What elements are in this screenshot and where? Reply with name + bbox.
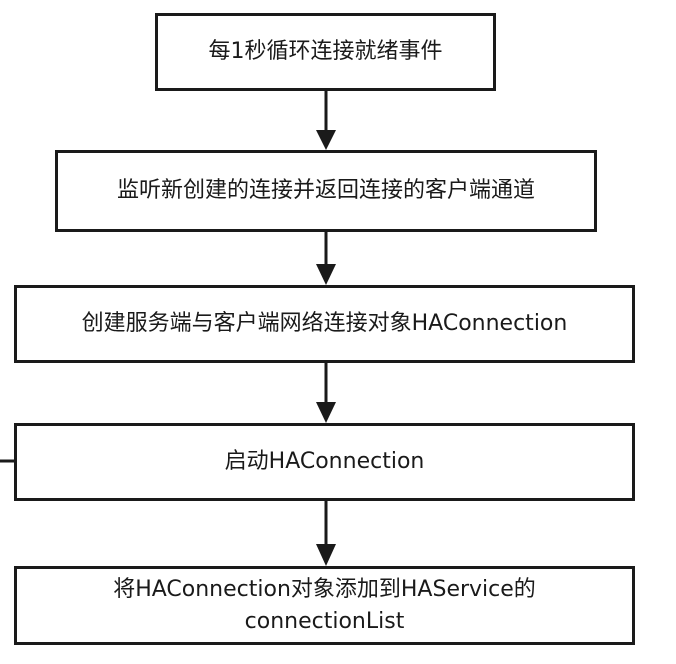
- step-5-box: 将HAConnection对象添加到HAService的 connectionL…: [14, 566, 635, 645]
- step-4-box: 启动HAConnection: [14, 423, 635, 501]
- arrowhead-4: [316, 544, 336, 566]
- arrowhead-2: [316, 264, 336, 285]
- step-3-box: 创建服务端与客户端网络连接对象HAConnection: [14, 285, 635, 363]
- step-2-box: 监听新创建的连接并返回连接的客户端通道: [55, 150, 597, 232]
- step-2-label: 监听新创建的连接并返回连接的客户端通道: [116, 178, 535, 203]
- step-5-label-line-2: connectionList: [244, 608, 405, 634]
- step-1-label: 每1秒循环连接就绪事件: [208, 39, 443, 64]
- step-4-label: 启动HAConnection: [224, 449, 425, 474]
- arrowhead-1: [316, 130, 336, 150]
- arrowhead-3: [316, 402, 336, 423]
- step-3-label: 创建服务端与客户端网络连接对象HAConnection: [81, 311, 568, 336]
- step-5-label-line-1: 将HAConnection对象添加到HAService的: [113, 576, 536, 602]
- step-1-box: 每1秒循环连接就绪事件: [155, 13, 496, 91]
